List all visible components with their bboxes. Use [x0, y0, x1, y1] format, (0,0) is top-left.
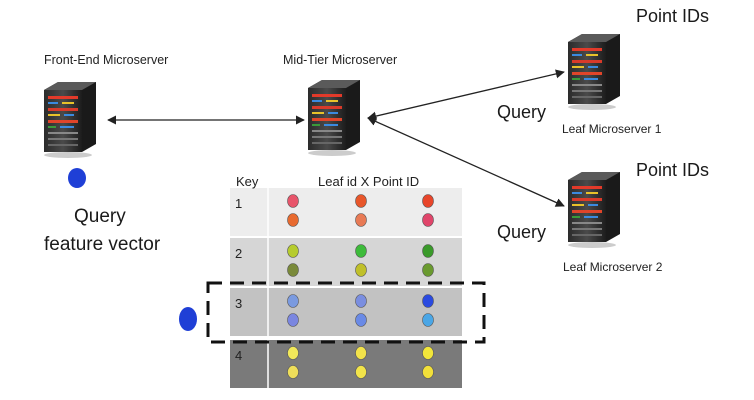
- table-column-header: Leaf id X Point ID: [318, 174, 420, 189]
- point-dot-key3-4: [287, 313, 299, 327]
- point-dot-key4-3: [422, 346, 434, 360]
- mid-tier-server-label: Mid-Tier Microserver: [283, 53, 398, 67]
- point-dot-key3-2: [355, 294, 367, 308]
- table-key-3: 3: [235, 296, 243, 311]
- point-dot-key3-3: [422, 294, 434, 308]
- leaf-server-1-icon: [568, 34, 620, 110]
- point-ids-top-label: Point IDs: [636, 6, 710, 26]
- front-end-server-icon: [44, 82, 96, 158]
- hash-table: [230, 188, 462, 388]
- table-key-1: 1: [235, 196, 243, 211]
- point-dot-key1-1: [287, 194, 299, 208]
- point-dot-key1-3: [422, 194, 434, 208]
- query-feature-label-line1: Query: [74, 206, 126, 227]
- arrow-midtier-leaf1: [367, 69, 565, 121]
- point-dot-key3-6: [422, 313, 434, 327]
- mid-tier-server-icon: [308, 80, 360, 156]
- query-feature-label-line2: feature vector: [44, 234, 161, 255]
- point-dot-key1-2: [355, 194, 367, 208]
- point-dot-key4-5: [355, 365, 367, 379]
- point-dot-key2-5: [355, 263, 367, 277]
- point-dot-key2-2: [355, 244, 367, 258]
- point-ids-mid-label: Point IDs: [636, 160, 710, 180]
- highlight-box: [206, 281, 486, 344]
- point-dot-key3-1: [287, 294, 299, 308]
- table-key-2: 2: [235, 246, 243, 261]
- leaf-server-1-label: Leaf Microserver 1: [562, 122, 662, 136]
- table-key-4: 4: [235, 348, 243, 363]
- point-dot-key3-5: [355, 313, 367, 327]
- point-dot-key2-3: [422, 244, 434, 258]
- point-dot-key4-6: [422, 365, 434, 379]
- query-dot-row3: [179, 307, 197, 331]
- point-dot-key4-4: [287, 365, 299, 379]
- leaf-server-2-label: Leaf Microserver 2: [563, 260, 663, 274]
- table-key-header: Key: [236, 174, 259, 189]
- point-dot-key4-1: [287, 346, 299, 360]
- point-dot-key1-4: [287, 213, 299, 227]
- row-separator: [230, 286, 462, 288]
- row-separator: [230, 338, 462, 340]
- query-top-label: Query: [497, 102, 547, 122]
- point-dot-key1-6: [422, 213, 434, 227]
- row-separator: [230, 236, 462, 238]
- point-dot-key4-2: [355, 346, 367, 360]
- query-bottom-label: Query: [497, 222, 547, 242]
- query-feature-dot: [68, 168, 86, 188]
- point-dot-key2-4: [287, 263, 299, 277]
- point-dot-key2-6: [422, 263, 434, 277]
- arrow-midtier-leaf2: [367, 117, 565, 207]
- leaf-server-2-icon: [568, 172, 620, 248]
- point-dot-key1-5: [355, 213, 367, 227]
- front-end-server-label: Front-End Microserver: [44, 53, 169, 67]
- point-dot-key2-1: [287, 244, 299, 258]
